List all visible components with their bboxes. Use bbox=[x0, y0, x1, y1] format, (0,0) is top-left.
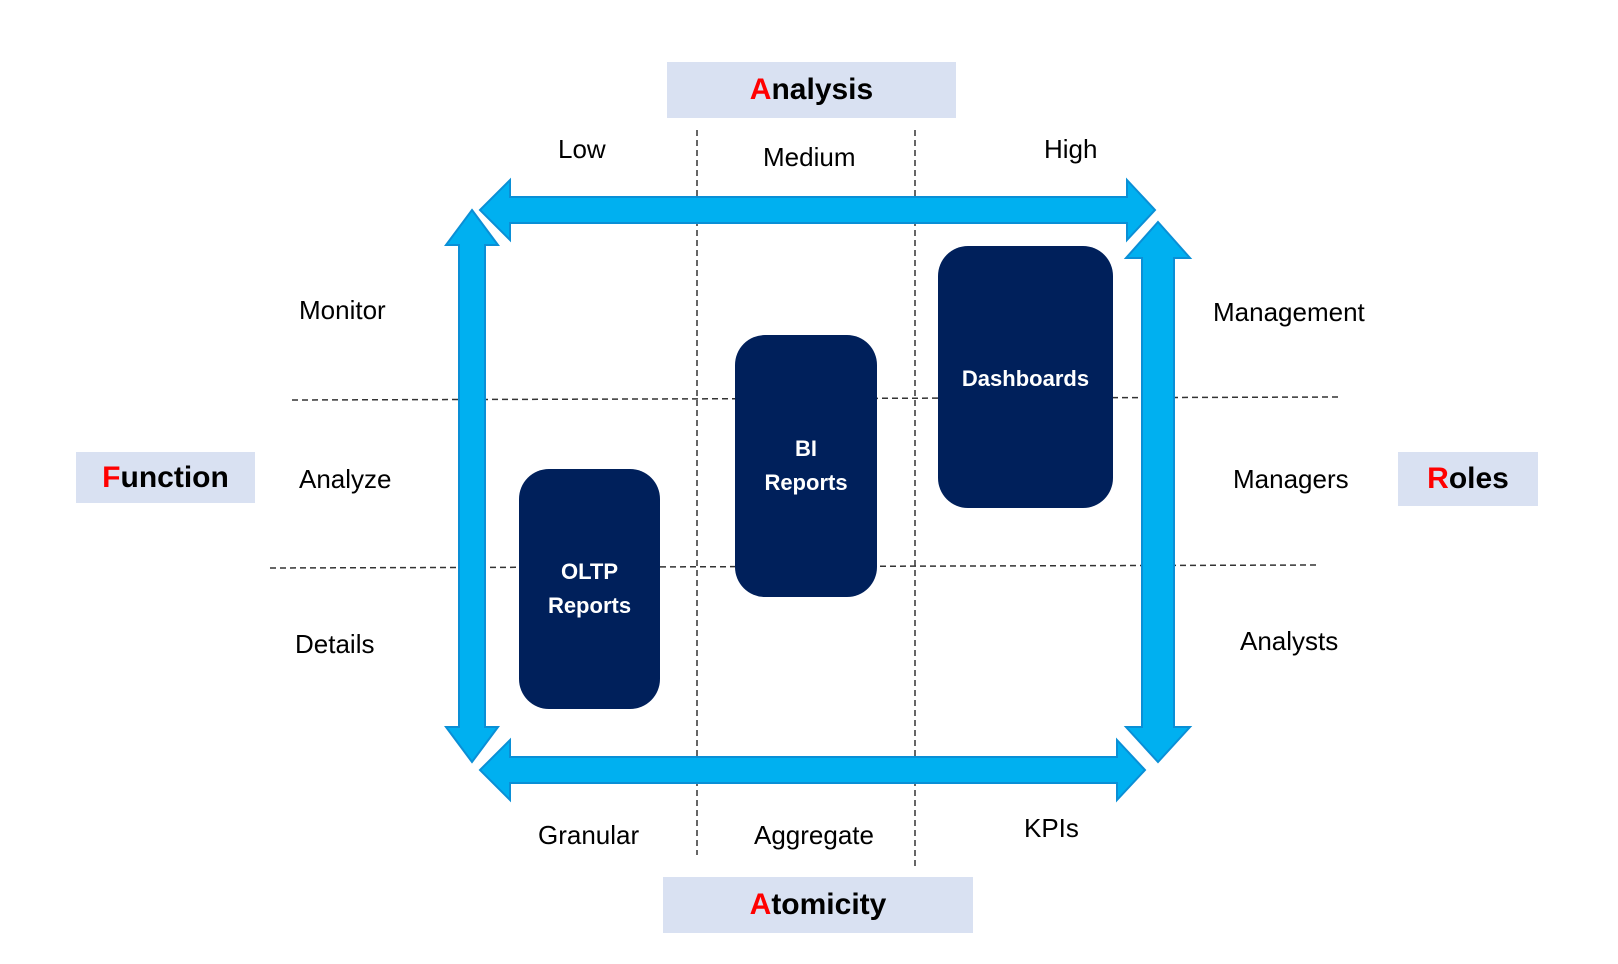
function-level-monitor: Monitor bbox=[299, 295, 386, 325]
block-bi-reports-line1: BI bbox=[795, 436, 817, 461]
analysis-level-high: High bbox=[1044, 134, 1098, 164]
block-oltp-reports-line1: OLTP bbox=[560, 559, 619, 584]
axis-title-roles-rest: oles bbox=[1448, 462, 1509, 495]
block-oltp-reports: OLTP Reports bbox=[519, 469, 660, 709]
block-dashboards: Dashboards bbox=[938, 246, 1113, 508]
role-level-analysts: Analysts bbox=[1240, 626, 1339, 656]
block-oltp-reports-line2: Reports bbox=[547, 593, 632, 618]
atomicity-level-aggregate: Aggregate bbox=[754, 820, 874, 850]
block-bi-reports: BI Reports bbox=[735, 335, 877, 597]
axis-title-atomicity-initial: A bbox=[749, 888, 772, 921]
analysis-arrow-top bbox=[478, 177, 1157, 243]
roles-arrow-right bbox=[1123, 220, 1193, 764]
axis-title-function-initial: F bbox=[102, 460, 121, 494]
analysis-level-low: Low bbox=[558, 134, 606, 164]
function-level-analyze: Analyze bbox=[299, 464, 392, 494]
axis-title-atomicity-rest: tomicity bbox=[771, 888, 887, 921]
role-level-managers: Managers bbox=[1233, 464, 1349, 494]
block-dashboards-line1: Dashboards bbox=[961, 366, 1090, 391]
atomicity-level-granular: Granular bbox=[538, 820, 640, 850]
function-arrow-left bbox=[444, 208, 500, 764]
block-bi-reports-line2: Reports bbox=[764, 470, 848, 495]
axis-title-analysis-initial: A bbox=[749, 73, 772, 106]
role-level-management: Management bbox=[1213, 297, 1365, 327]
axis-title-function-rest: unction bbox=[120, 460, 229, 494]
function-level-details: Details bbox=[295, 629, 375, 659]
atomicity-level-kpis: KPIs bbox=[1024, 813, 1079, 843]
axis-title-analysis-rest: nalysis bbox=[771, 73, 874, 106]
analysis-level-medium: Medium bbox=[763, 142, 856, 172]
atomicity-arrow-bottom bbox=[478, 737, 1147, 803]
axis-title-roles-initial: R bbox=[1427, 462, 1449, 495]
